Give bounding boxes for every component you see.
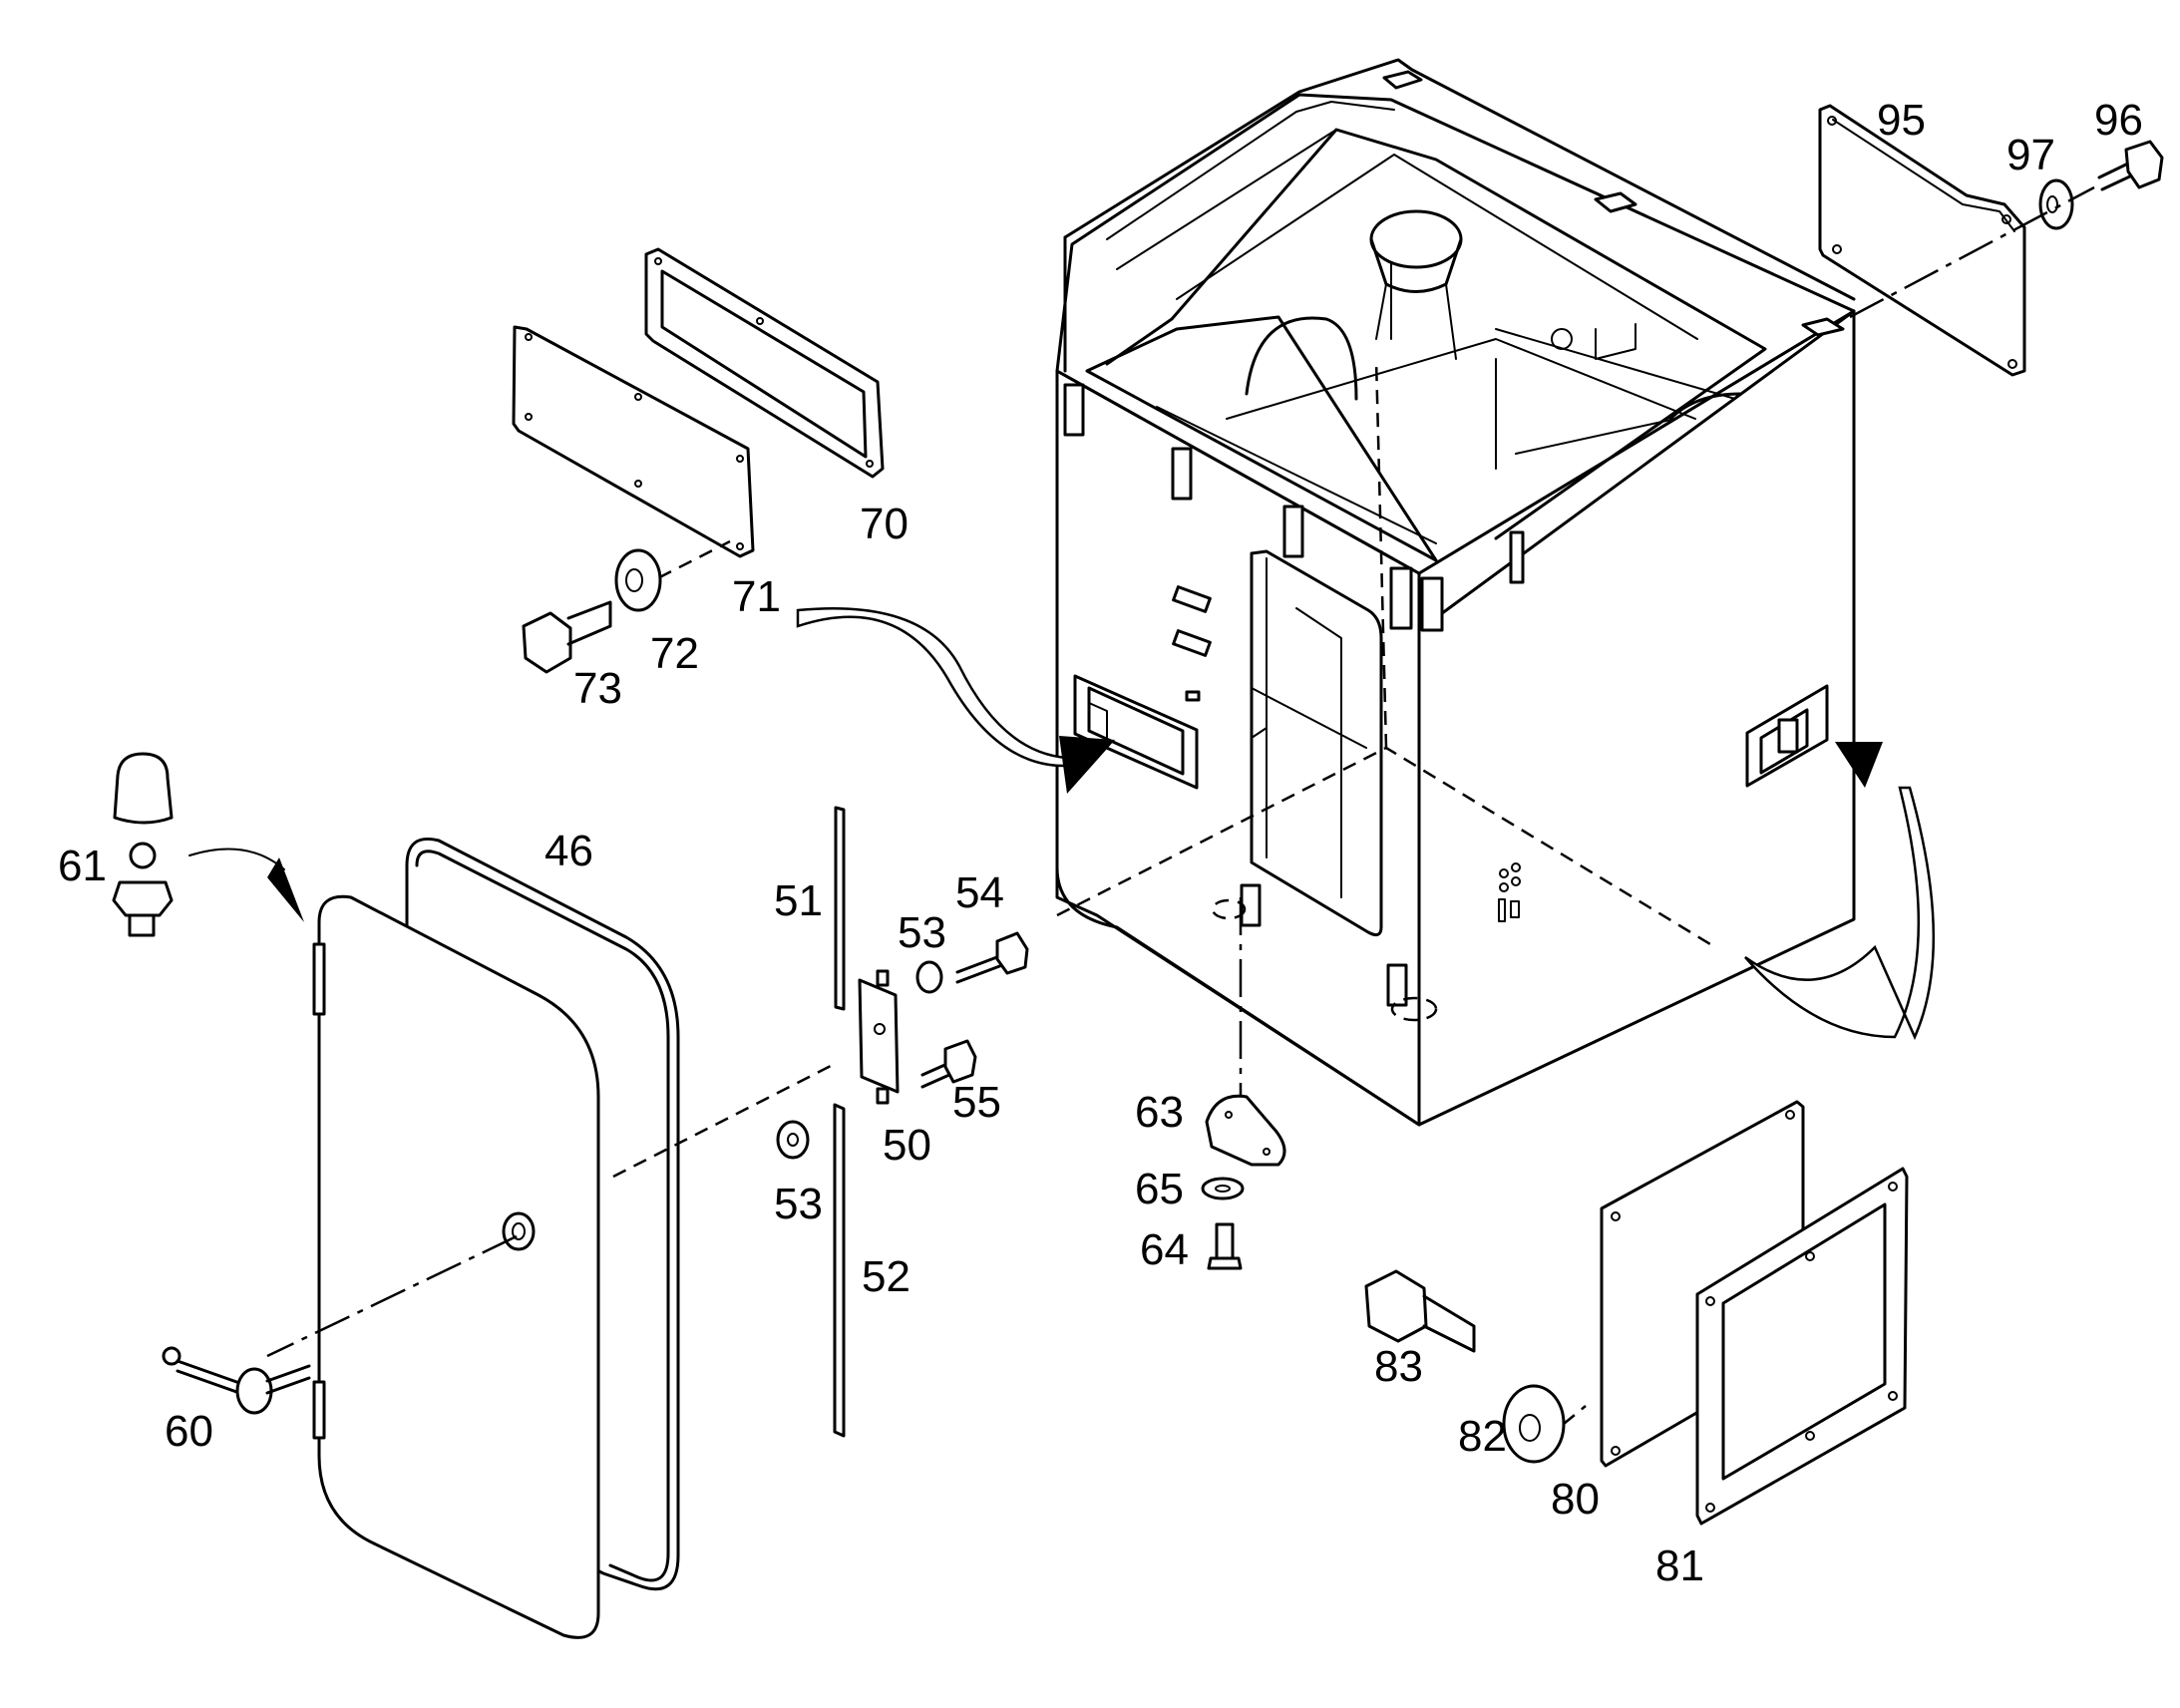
part-72-washer: [614, 548, 662, 612]
arrow-head-right: [1835, 742, 1883, 788]
arrow-61-to-hinge: [188, 848, 285, 870]
callout-97: 97: [2006, 131, 2055, 179]
callout-73: 73: [573, 664, 622, 713]
callout-72: 72: [650, 629, 699, 678]
callout-60: 60: [165, 1407, 213, 1456]
callout-82: 82: [1458, 1412, 1507, 1461]
callout-46: 46: [545, 827, 593, 875]
part-61-cap: [113, 752, 174, 825]
part-64-screw: [1207, 1222, 1243, 1270]
part-50-hinge-bracket: [858, 969, 900, 1105]
arrow-61-head: [267, 857, 304, 922]
part-95-cover-plate: [1818, 104, 2026, 377]
part-70-gasket: [644, 247, 885, 479]
callout-53-upper: 53: [898, 908, 946, 957]
part-61-fitting: [112, 842, 174, 937]
arrow-to-handle-cutout: [796, 606, 1069, 768]
part-73-bolt: [522, 600, 612, 674]
part-81-frame: [1695, 1167, 1909, 1526]
callout-83: 83: [1374, 1342, 1423, 1391]
part-51-strip: [834, 806, 846, 1011]
part-71-cover: [512, 325, 755, 558]
part-53-washer-lower: [776, 1120, 810, 1160]
part-96-bolt: [2097, 140, 2164, 191]
callout-53-lower: 53: [774, 1180, 823, 1228]
part-82-washer: [1502, 1384, 1566, 1464]
part-52-strip: [833, 1103, 846, 1438]
callout-65: 65: [1135, 1165, 1184, 1213]
callout-51: 51: [774, 876, 823, 925]
callout-96: 96: [2094, 96, 2143, 145]
part-46-door-panel: [312, 894, 600, 1639]
part-63-bracket-plate: [1205, 1094, 1286, 1167]
callout-50: 50: [883, 1121, 931, 1170]
part-97-washer: [2038, 178, 2074, 230]
callout-52: 52: [862, 1252, 910, 1301]
callout-70: 70: [860, 500, 908, 548]
part-55-screw: [920, 1039, 977, 1089]
callout-64: 64: [1140, 1225, 1189, 1274]
callout-71: 71: [732, 572, 781, 621]
callout-61: 61: [58, 842, 107, 890]
part-83-bolt: [1364, 1269, 1476, 1353]
part-60-handle: [162, 1346, 311, 1415]
callout-63: 63: [1135, 1088, 1184, 1137]
arrow-head-left: [1059, 736, 1115, 794]
part-53-washer-upper: [915, 960, 943, 994]
cabinet-housing: [1055, 58, 1856, 1127]
part-65-washer: [1201, 1177, 1245, 1200]
callout-labels: 95 96 97 70 71 72 73 61 46 60 51 52 50 5…: [58, 96, 2143, 1590]
callout-80: 80: [1551, 1475, 1600, 1524]
callout-54: 54: [955, 868, 1004, 917]
part-54-bolt: [955, 931, 1029, 984]
callout-81: 81: [1655, 1541, 1704, 1590]
callout-95: 95: [1877, 96, 1926, 145]
arrow-to-side-cutout: [1744, 786, 1936, 1041]
callout-55: 55: [952, 1078, 1001, 1127]
